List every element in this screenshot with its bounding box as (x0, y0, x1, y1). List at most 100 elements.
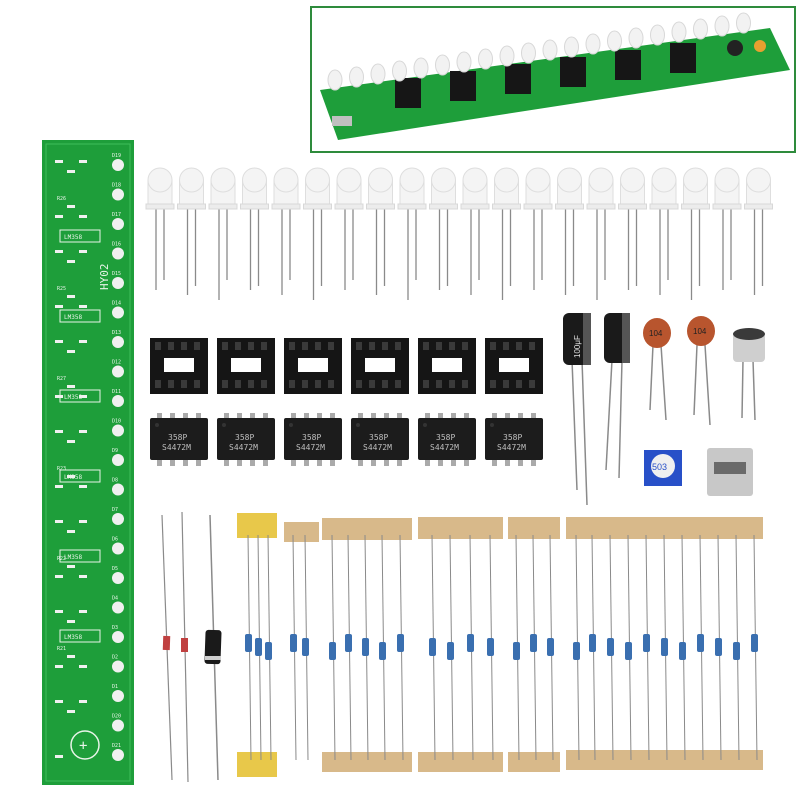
tape-strip (566, 750, 763, 770)
pcb-trace (67, 710, 75, 713)
ic-marking-line2: S4472M (229, 443, 258, 452)
pcb-resistor-label: R23 (57, 466, 66, 472)
pcb-trace (67, 440, 75, 443)
pcb-board-name: HY02 (98, 264, 111, 291)
pcb-pad (112, 572, 124, 584)
resistor (362, 534, 369, 761)
electrolytic-capacitors: 100μF (563, 313, 630, 506)
inset-led (327, 69, 343, 91)
tape-strip (508, 517, 560, 539)
resistor (255, 534, 262, 761)
pcb-trace (79, 430, 87, 433)
pcb-resistor-label: R22 (57, 556, 66, 562)
pcb-resistor-label: R25 (57, 286, 66, 292)
resistor (467, 534, 474, 761)
inset-led (349, 66, 364, 88)
pcb-ref-label: D13 (112, 330, 121, 336)
ceramic-capacitors: 104 104 (643, 316, 715, 426)
pcb-ref-label: D7 (112, 507, 118, 513)
led (649, 167, 679, 295)
usb-connector (707, 448, 753, 496)
led (366, 167, 395, 295)
inset-led (370, 63, 386, 85)
microphone (733, 328, 765, 421)
resistor (530, 534, 537, 761)
tape-strip (322, 752, 412, 772)
resistor (329, 534, 336, 761)
resistor (397, 534, 404, 761)
ceramic-cap-label-2: 104 (693, 327, 707, 336)
pcb-ref-label: D18 (112, 183, 121, 189)
pcb-trace (79, 575, 87, 578)
led (145, 167, 175, 290)
ic-marking-line1: 358P (302, 433, 321, 442)
resistor-strips (237, 513, 763, 777)
pcb-ref-label: D11 (112, 389, 121, 395)
ic-marking-line1: 358P (168, 433, 187, 442)
inset-led (435, 54, 450, 76)
pcb-pad (112, 719, 124, 732)
pcb-board: D19D18D17D16D15D14D13D12D11D10D9D8D7D6D5… (42, 140, 134, 785)
led (429, 167, 458, 290)
pcb-ref-label: D15 (112, 271, 121, 277)
resistor (290, 534, 297, 761)
pcb-ref-label: D14 (112, 301, 121, 307)
pcb-trace (79, 215, 87, 218)
inset-led (413, 57, 429, 79)
inset-ic (450, 71, 476, 101)
pcb-ic-label: LM358 (64, 474, 82, 481)
pcb-ref-label: D16 (112, 242, 121, 248)
ic-chip-row: 358PS4472M358PS4472M358PS4472M358PS4472M… (150, 413, 543, 466)
pcb-ic-label: LM358 (64, 314, 82, 321)
ic-marking-line2: S4472M (296, 443, 325, 452)
led (555, 167, 584, 295)
inset-led (585, 33, 601, 55)
pcb-trace (67, 620, 75, 623)
pcb-trace (67, 350, 75, 353)
ic-socket (284, 338, 342, 394)
led (177, 167, 206, 295)
led (208, 167, 238, 300)
pcb-ic-label: LM358 (64, 394, 82, 401)
led (712, 167, 742, 290)
resistor (302, 534, 309, 761)
pcb-trace (79, 395, 87, 398)
pcb-trace (67, 565, 75, 568)
ic-socket (217, 338, 275, 394)
pcb-pad (112, 159, 124, 171)
pcb-trace (55, 395, 63, 398)
pcb-ic-outline (59, 469, 101, 483)
pcb-trace (55, 340, 63, 343)
inset-led (736, 12, 751, 34)
resistor (487, 534, 494, 761)
resistor (751, 534, 758, 761)
inset-led (628, 27, 644, 49)
pcb-ic-label: LM358 (64, 234, 82, 241)
pcb-trace (79, 665, 87, 668)
pcb-ref-label: D4 (112, 596, 118, 602)
inset-led (650, 24, 665, 46)
pcb-ref-label: D2 (112, 655, 118, 661)
inset-ic (560, 57, 586, 87)
pcb-pad (112, 660, 124, 673)
pcb-ref-label: D19 (112, 153, 121, 159)
pcb-trace (79, 520, 87, 523)
inset-ic (670, 43, 696, 73)
trimmer-potentiometer: 503 (644, 450, 682, 486)
pcb-pad (112, 690, 124, 702)
pcb-trace (55, 575, 63, 578)
inset-led (693, 18, 708, 40)
led (586, 167, 616, 300)
pcb-ic-outline (59, 229, 101, 243)
pcb-trace (55, 520, 63, 523)
inset-ic (505, 64, 531, 94)
inset-photo (310, 6, 796, 153)
inset-led (564, 36, 579, 58)
pcb-trace (55, 250, 63, 253)
pcb-pad (112, 513, 124, 525)
ic-marking-line2: S4472M (497, 443, 526, 452)
trimmer-label: 503 (652, 462, 667, 472)
pcb-trace (67, 385, 75, 388)
